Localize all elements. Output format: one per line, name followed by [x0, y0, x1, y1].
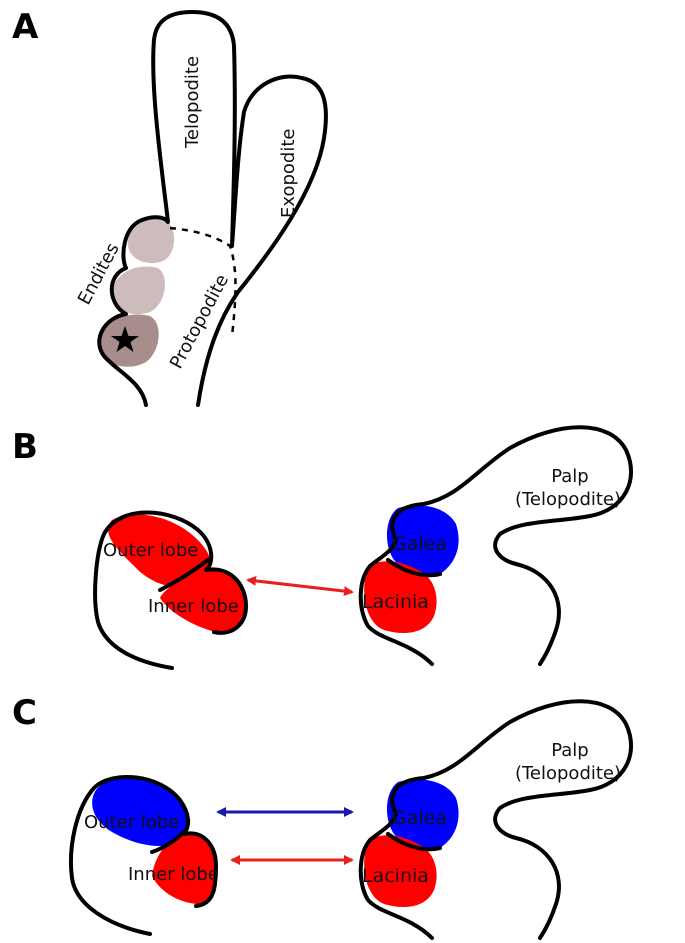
left-mouthpart-outline-b [93, 510, 248, 670]
lacinia-label-c: Lacinia [362, 865, 429, 887]
galea-lacinia-divider-b [386, 558, 442, 578]
galea-label-b: Galea [392, 533, 447, 555]
right-mouthpart-outline-c [358, 699, 634, 940]
exopodite-label: Exopodite [278, 129, 299, 218]
galea-label-c: Galea [392, 807, 447, 829]
left-mouthpart-outline-c [69, 775, 218, 936]
palp-label-c: Palp [551, 740, 589, 761]
palp-telopodite-label-c: (Telopodite) [515, 763, 621, 784]
palp-label-b: Palp [551, 466, 589, 487]
inner-lobe-label-c: Inner lobe [128, 864, 219, 885]
inner-lobe-label-b: Inner lobe [148, 596, 239, 617]
limb-outline-a [97, 10, 328, 407]
outer-lobe-label-c: Outer lobe [84, 812, 179, 833]
outer-lobe-label-b: Outer lobe [103, 540, 198, 561]
lacinia-b [364, 561, 437, 634]
inner-lobe-c [152, 833, 217, 904]
homology-arrow-red-b [246, 575, 354, 597]
outer-lobe-b [108, 514, 212, 588]
outer-lobe-c [92, 777, 187, 846]
lacinia-c [364, 835, 437, 908]
panel-a-letter: A [12, 7, 39, 47]
star-icon [111, 326, 139, 352]
panel-b: B Outer lobe Inner lobe Galea Lacinia Pa… [12, 425, 634, 670]
galea-c [386, 779, 459, 851]
galea-b [386, 505, 459, 577]
endite-middle [112, 266, 165, 315]
galea-lacinia-divider-c [386, 832, 442, 852]
lobe-divider-b [158, 558, 210, 592]
right-mouthpart-outline-b [358, 425, 634, 666]
panel-c: C Outer lobe Inner lobe Galea Lacinia Pa… [12, 693, 634, 940]
telopodite-label: Telopodite [182, 56, 203, 149]
inner-lobe-b [160, 567, 246, 633]
panel-c-letter: C [12, 693, 37, 733]
lacinia-label-b: Lacinia [362, 591, 429, 613]
palp-telopodite-label-b: (Telopodite) [515, 489, 621, 510]
panel-a: A Telopodite Exopodite Endites Protopodi… [12, 7, 328, 407]
protopodite-boundary [169, 226, 237, 337]
panel-b-letter: B [12, 427, 38, 467]
endite-upper [127, 217, 175, 264]
